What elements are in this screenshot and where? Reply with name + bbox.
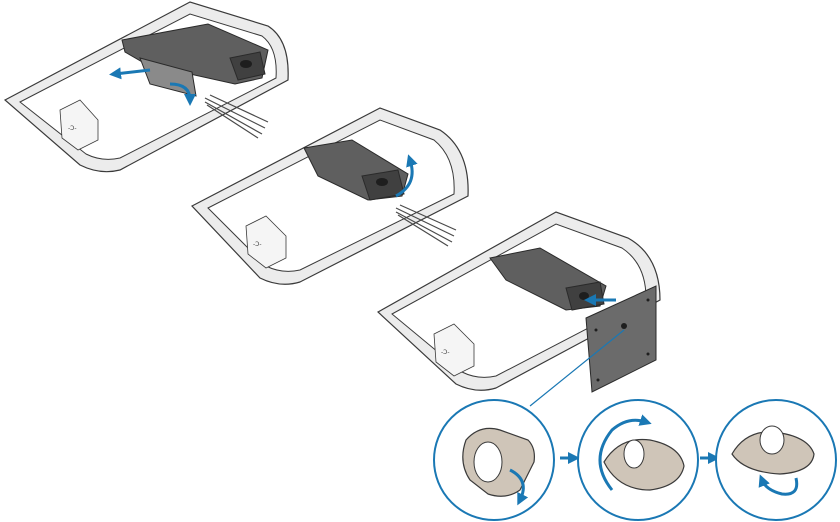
stand-riser-2 [303, 139, 409, 201]
stand-base-plate [585, 285, 657, 393]
svg-text:-Ɔ-: -Ɔ- [68, 125, 77, 132]
monitor-back-1: -Ɔ- [3, 1, 289, 173]
detail-1 [433, 399, 555, 521]
step-2-illustration: -Ɔ- [191, 107, 469, 285]
arrows-2 [395, 154, 418, 198]
svg-text:-Ɔ-: -Ɔ- [441, 349, 450, 356]
step-3-illustration: -Ɔ- [376, 211, 661, 407]
detail-3 [715, 399, 837, 521]
monitor-back-2: -Ɔ- [191, 107, 469, 285]
cables-1 [204, 94, 269, 139]
step-1-illustration: -Ɔ- [3, 1, 289, 173]
arrows-1 [109, 67, 196, 106]
callout-line [529, 329, 625, 407]
svg-text:-Ɔ-: -Ɔ- [253, 241, 262, 248]
monitor-back-3: -Ɔ- [376, 211, 661, 391]
detail-2 [577, 399, 699, 521]
cables-2 [395, 204, 457, 247]
